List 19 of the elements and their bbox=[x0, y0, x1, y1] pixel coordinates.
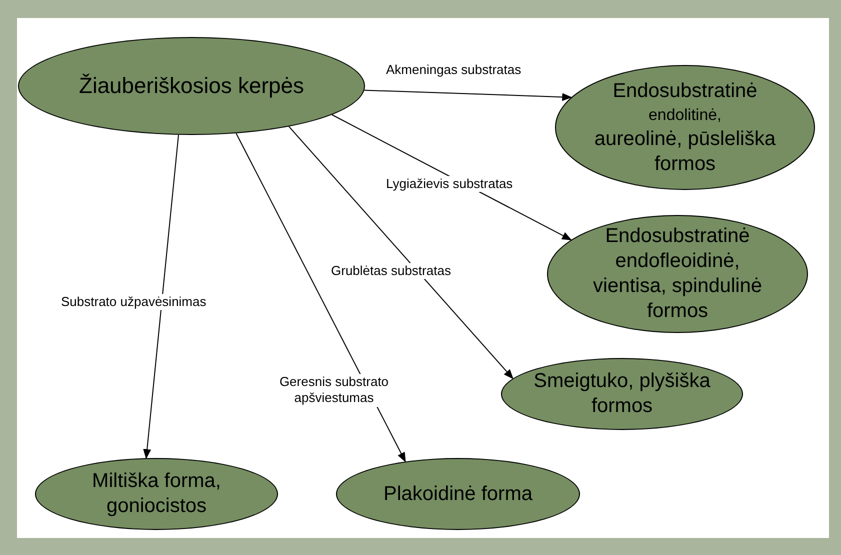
node-text: Miltiška forma, goniocistos bbox=[91, 469, 222, 519]
arrow bbox=[288, 126, 514, 380]
node-text: aureolinė, pūsleliška formos bbox=[593, 127, 777, 178]
node-text: Smeigtuko, plyšiška formos bbox=[532, 369, 712, 419]
arrow bbox=[364, 90, 572, 101]
edge-label: Lygiažievis substratas bbox=[384, 176, 515, 192]
node-text: endolitinė, bbox=[648, 106, 722, 126]
node-text: Endosubstratinė bbox=[605, 224, 750, 249]
node-text: Endosubstratinė bbox=[612, 78, 758, 104]
arrow bbox=[143, 134, 180, 460]
node-text: vientisa, spindulinė formos bbox=[592, 274, 763, 324]
edge-label: Grublėtas substratas bbox=[329, 263, 453, 280]
node-text: endofleoidinė, bbox=[615, 249, 740, 274]
arrow bbox=[236, 132, 406, 462]
edge-label: Substrato užpavėsinimas bbox=[59, 294, 208, 310]
arrow bbox=[332, 114, 572, 240]
node-text: Žiauberiškosios kerpės bbox=[79, 72, 304, 100]
edge-label: Akmeningas substratas bbox=[384, 62, 524, 78]
node-text: Plakoidinė forma bbox=[384, 482, 532, 506]
